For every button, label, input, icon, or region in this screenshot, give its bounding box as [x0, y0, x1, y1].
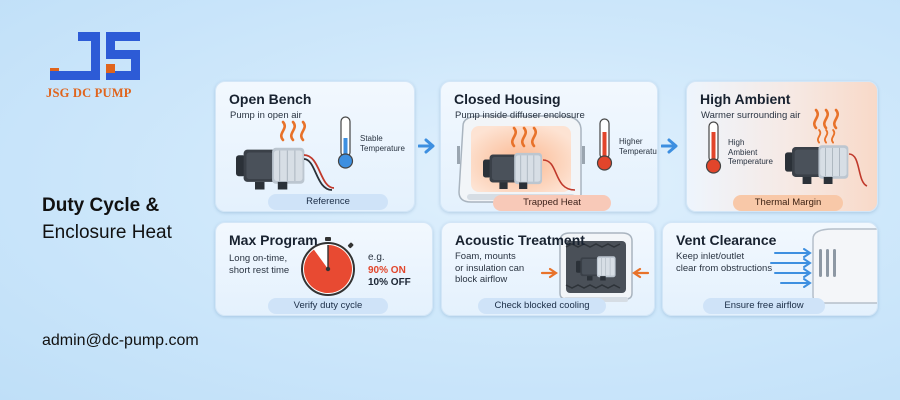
card-high-ambient: High Ambient Warmer surrounding air High…: [686, 81, 878, 212]
card-subtitle: Pump in open air: [230, 110, 302, 121]
card-title: High Ambient: [700, 91, 791, 107]
high-ambient-illustration: [705, 108, 868, 187]
headline-line-2: Enclosure Heat: [42, 222, 172, 243]
thermometer-icon: [705, 121, 722, 174]
open-bench-illustration: [235, 116, 354, 191]
duty-example: e.g. 90% ON 10% OFF: [368, 252, 411, 288]
card-acoustic-treatment: Acoustic Treatment Foam, mounts or insul…: [441, 222, 655, 316]
heat-waves-icon: [812, 108, 840, 130]
card-closed-housing: Closed Housing Pump inside diffuser encl…: [440, 81, 658, 212]
pump-icon: [235, 147, 305, 190]
card-description: Long on-time, short rest time: [229, 253, 290, 276]
arrow-left-icon: [632, 267, 650, 279]
headline: Duty Cycle & Enclosure Heat: [42, 192, 212, 246]
arrow-right-icon: [418, 138, 435, 154]
headline-line-1: Duty Cycle &: [42, 195, 160, 216]
pump-icon: [784, 144, 849, 185]
heat-waves-icon: [816, 129, 836, 144]
thermometer-icon: [596, 118, 613, 171]
tag-ensure-free-airflow: Ensure free airflow: [703, 298, 825, 314]
tag-reference: Reference: [268, 194, 388, 210]
card-vent-clearance: Vent Clearance Keep inlet/outlet clear f…: [662, 222, 878, 316]
vent-icon: [812, 228, 877, 304]
vent-illustration: [770, 228, 877, 304]
thermometer-icon: [337, 116, 354, 169]
acoustic-illustration: [540, 232, 650, 302]
arrow-right-icon: [661, 138, 678, 154]
temp-label: Stable Temperature: [360, 134, 405, 153]
tag-check-blocked-cooling: Check blocked cooling: [478, 298, 606, 314]
card-title: Closed Housing: [454, 91, 561, 107]
tag-verify-duty-cycle: Verify duty cycle: [268, 298, 388, 314]
card-title: Vent Clearance: [676, 232, 777, 248]
arrow-right-icon: [540, 267, 558, 279]
closed-housing-illustration: [457, 115, 613, 203]
card-open-bench: Open Bench Pump in open air Stable Tempe…: [215, 81, 415, 212]
airflow-icon: [770, 248, 812, 288]
card-title: Open Bench: [229, 91, 312, 107]
brand-name: JSG DC PUMP: [46, 86, 132, 100]
clock-icon: [301, 237, 355, 296]
tag-thermal-margin: Thermal Margin: [733, 195, 843, 211]
jsg-logo-icon: [50, 32, 140, 80]
card-description: Foam, mounts or insulation can block air…: [455, 251, 525, 285]
heat-waves-icon: [279, 120, 307, 142]
contact-email[interactable]: admin@dc-pump.com: [42, 332, 199, 349]
tag-trapped-heat: Trapped Heat: [493, 195, 611, 211]
card-description: Keep inlet/outlet clear from obstruction…: [676, 251, 773, 274]
temp-label: High Ambient Temperature: [728, 138, 773, 166]
card-title: Max Program: [229, 232, 318, 248]
temp-label: Higher Temperature: [619, 137, 657, 156]
card-subtitle: Pump inside diffuser enclosure: [455, 110, 585, 121]
card-title: Acoustic Treatment: [455, 232, 585, 248]
card-subtitle: Warmer surrounding air: [701, 110, 801, 121]
card-max-program: Max Program Long on-time, short rest tim…: [215, 222, 433, 316]
max-program-illustration: [301, 237, 355, 296]
